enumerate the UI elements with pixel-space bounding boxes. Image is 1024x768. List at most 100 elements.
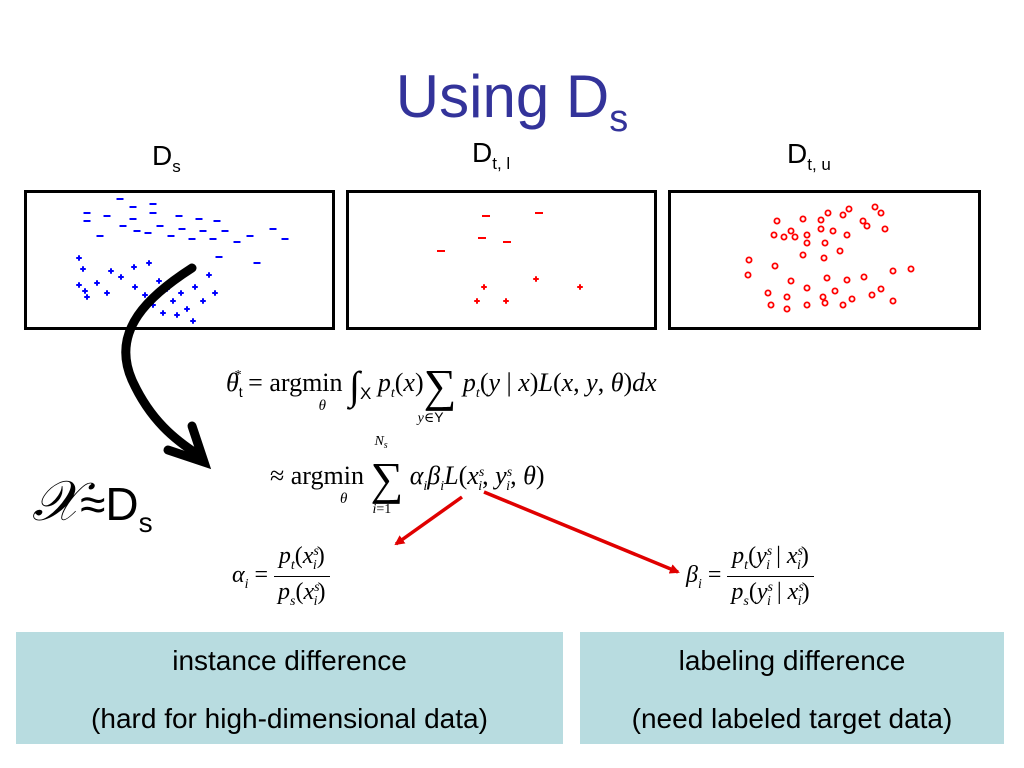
minus-marker (167, 235, 175, 237)
minus-marker (221, 230, 229, 232)
minus-marker (178, 228, 186, 230)
plus-marker (212, 290, 218, 296)
plus-marker (94, 280, 100, 286)
unlabeled-point-marker (821, 299, 829, 307)
minus-marker (246, 235, 254, 237)
approx-d: D (105, 478, 139, 530)
unlabeled-point-marker (845, 205, 853, 213)
approx-sign: ≈ (80, 478, 106, 530)
plus-marker (174, 312, 180, 318)
minus-marker (83, 220, 91, 222)
plus-marker (577, 284, 583, 290)
target-labeled-scatter (437, 212, 583, 304)
minus-marker (119, 225, 127, 227)
minus-marker (437, 250, 445, 252)
plus-marker (118, 274, 124, 280)
plus-marker (190, 318, 196, 324)
unlabeled-point-marker (780, 233, 788, 241)
slide-title-text: Using D (395, 63, 610, 130)
unlabeled-point-marker (889, 297, 897, 305)
minus-marker (83, 212, 91, 214)
plus-marker (142, 292, 148, 298)
minus-marker (156, 225, 164, 227)
unlabeled-point-marker (889, 267, 897, 275)
minus-marker (213, 220, 221, 222)
plus-marker (76, 255, 82, 261)
source-data-panel (24, 190, 335, 330)
curved-black-arrow (121, 263, 205, 461)
plus-marker (200, 298, 206, 304)
unlabeled-point-marker (859, 217, 867, 225)
panel-label-target-unlabeled-text: D (787, 138, 808, 169)
labeling-difference-box: labeling difference (need labeled target… (580, 632, 1004, 744)
minus-marker (281, 238, 289, 240)
labeling-difference-title: labeling difference (678, 645, 906, 676)
minus-marker (129, 206, 137, 208)
approx-sub: s (138, 507, 153, 538)
minus-marker (253, 262, 261, 264)
unlabeled-point-marker (820, 254, 828, 262)
plus-marker (533, 276, 539, 282)
plus-marker (84, 294, 90, 300)
unlabeled-point-marker (868, 291, 876, 299)
plus-marker (184, 306, 190, 312)
unlabeled-point-marker (839, 301, 847, 309)
unlabeled-point-marker (829, 227, 837, 235)
unlabeled-point-marker (770, 231, 778, 239)
panel-label-target-labeled-sub: t, l (492, 154, 511, 173)
plus-marker (160, 310, 166, 316)
plus-marker (170, 298, 176, 304)
minus-marker (175, 215, 183, 217)
instance-difference-box: instance difference (hard for high-dimen… (16, 632, 563, 744)
unlabeled-point-marker (783, 293, 791, 301)
unlabeled-point-marker (839, 211, 847, 219)
unlabeled-point-marker (877, 209, 885, 217)
unlabeled-point-marker (803, 284, 811, 292)
plus-marker (156, 278, 162, 284)
minus-marker (133, 230, 141, 232)
unlabeled-point-marker (745, 256, 753, 264)
unlabeled-point-marker (824, 209, 832, 217)
slide-title-subscript: s (609, 98, 629, 140)
plus-marker (82, 288, 88, 294)
plus-marker (146, 260, 152, 266)
unlabeled-point-marker (877, 285, 885, 293)
instance-difference-title: instance difference (172, 645, 407, 676)
panel-label-source-text: D (152, 140, 173, 171)
minus-marker (149, 203, 157, 205)
unlabeled-point-marker (819, 293, 827, 301)
unlabeled-point-marker (863, 222, 871, 230)
panel-label-target-labeled: Dt, l (472, 137, 510, 174)
target-unlabeled-panel (668, 190, 981, 330)
minus-marker (482, 215, 490, 217)
minus-marker (478, 237, 486, 239)
unlabeled-point-marker (817, 225, 825, 233)
approx-label: 𝒳≈Ds (32, 470, 153, 539)
red-arrow-beta (483, 490, 680, 574)
plus-marker (192, 284, 198, 290)
unlabeled-point-marker (907, 265, 915, 273)
unlabeled-point-marker (787, 277, 795, 285)
unlabeled-point-marker (821, 239, 829, 247)
plus-marker (474, 298, 480, 304)
target-unlabeled-scatter (744, 203, 915, 313)
labeling-difference-note: (need labeled target data) (631, 703, 953, 734)
minus-marker (195, 218, 203, 220)
plus-marker (150, 302, 156, 308)
unlabeled-point-marker (767, 301, 775, 309)
panel-label-target-unlabeled: Dt, u (787, 138, 831, 175)
minus-marker (144, 232, 152, 234)
unlabeled-point-marker (783, 305, 791, 313)
unlabeled-point-marker (843, 276, 851, 284)
unlabeled-point-marker (771, 262, 779, 270)
minus-marker (103, 215, 111, 217)
unlabeled-point-marker (831, 287, 839, 295)
beta-definition: βi = pt(ysi | xsi)ps(ysi | xsi) (686, 543, 814, 610)
input-space-symbol: 𝒳 (32, 471, 81, 533)
slide-title: Using Ds (0, 62, 1024, 141)
plus-marker (131, 264, 137, 270)
red-arrow-alpha (394, 495, 464, 546)
plus-marker (132, 284, 138, 290)
